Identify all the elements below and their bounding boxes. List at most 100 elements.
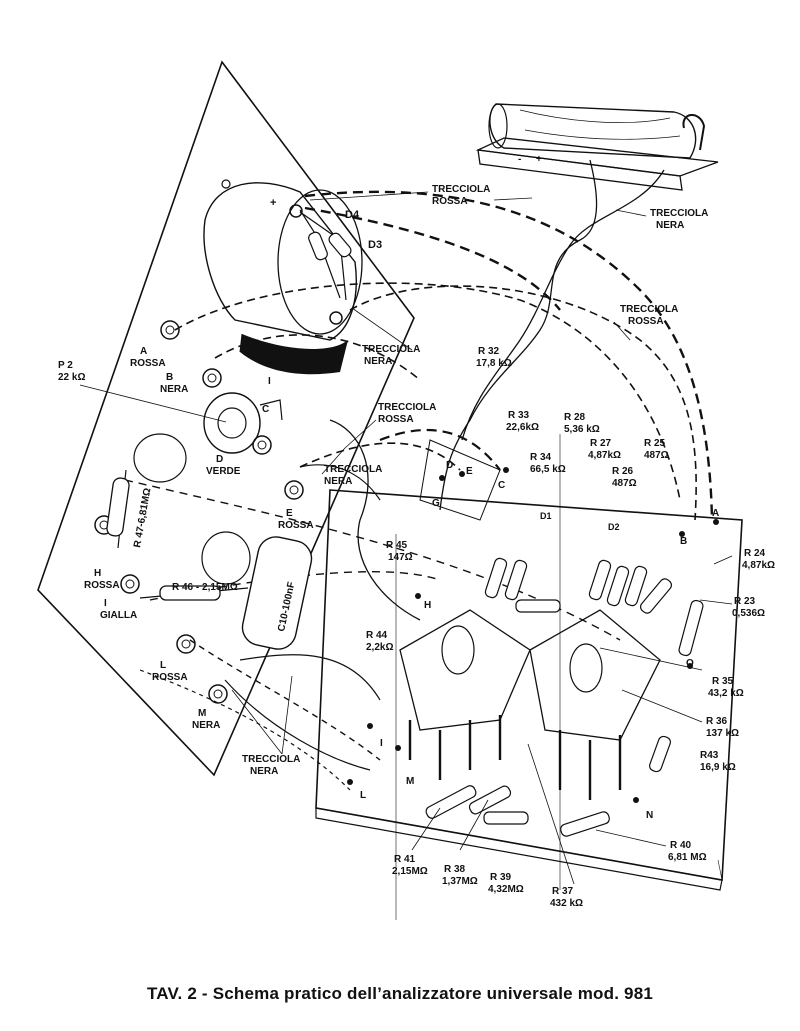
terminal-e-color: ROSSA: [278, 520, 314, 531]
terminal-a-label: A: [140, 346, 147, 357]
terminal-h-color: ROSSA: [84, 580, 120, 591]
r43-label: R43: [700, 750, 719, 761]
terminal-b-color: NERA: [160, 384, 188, 395]
r27-label: R 27: [590, 438, 612, 449]
potentiometer-p2: [203, 392, 283, 454]
terminal-i-color: GIALLA: [100, 610, 137, 621]
board-g-label: G: [432, 498, 440, 509]
battery-plus-label: +: [536, 154, 542, 165]
board-l-label: L: [360, 790, 366, 801]
board-c-label: C: [498, 480, 505, 491]
d3-label: D3: [368, 239, 382, 251]
r32-label: R 32: [478, 346, 500, 357]
r32-value: 17,8 kΩ: [476, 358, 512, 369]
r26-label: R 26: [612, 466, 634, 477]
resistor-r47: [106, 469, 130, 549]
trecciola-nera-1-color: NERA: [656, 220, 684, 231]
terminal-m-color: NERA: [192, 720, 220, 731]
d2-label: D2: [608, 522, 620, 532]
r27-value: 4,87kΩ: [588, 450, 621, 461]
board-b-label: B: [680, 536, 687, 547]
r44-value: 2,2kΩ: [366, 642, 393, 653]
trecciola-nera-3-label: TRECCIOLA: [324, 464, 382, 475]
trecciola-nera-2-color: NERA: [364, 356, 392, 367]
battery: [475, 103, 719, 191]
r24-value: 4,87kΩ: [742, 560, 775, 571]
trecciola-nera-2-label: TRECCIOLA: [362, 344, 420, 355]
board-i-label: I: [380, 738, 383, 749]
r25-value: 487Ω: [644, 450, 669, 461]
p2-value: 22 kΩ: [58, 372, 85, 383]
diode-d3: [299, 211, 352, 301]
r24-label: R 24: [744, 548, 766, 559]
board-o-label: O: [686, 658, 694, 669]
r28-value: 5,36 kΩ: [564, 424, 600, 435]
terminal-h-label: H: [94, 568, 101, 579]
terminal-d-label: D: [216, 454, 223, 465]
r36-label: R 36: [706, 716, 728, 727]
r23-label: R 23: [734, 596, 756, 607]
terminal-l: [176, 634, 196, 654]
diode-d4: [299, 209, 341, 299]
terminal-i-label: I: [104, 598, 107, 609]
terminal-b: [202, 368, 222, 388]
r33-value: 22,6kΩ: [506, 422, 539, 433]
trecciola-rossa-2-color: ROSSA: [628, 316, 664, 327]
board-d-label: D: [446, 460, 453, 471]
capacitor-c10: [241, 536, 313, 650]
trecciola-rossa-3-label: TRECCIOLA: [378, 402, 436, 413]
board-n-label: N: [646, 810, 653, 821]
trecciola-nera-4-label: TRECCIOLA: [242, 754, 300, 765]
leader-lines: [231, 191, 733, 920]
trecciola-rossa-2-label: TRECCIOLA: [620, 304, 678, 315]
r28-label: R 28: [564, 412, 586, 423]
terminal-b-label: B: [166, 372, 173, 383]
trecciola-rossa-1-color: ROSSA: [432, 196, 468, 207]
terminal-i-top-label: I: [268, 376, 271, 387]
r36-value: 137 kΩ: [706, 728, 739, 739]
terminal-a-color: ROSSA: [130, 358, 166, 369]
r45-label: R 45: [386, 540, 408, 551]
figure-caption: TAV. 2 - Schema pratico dell’analizzator…: [146, 984, 653, 1003]
p2-label: P 2: [58, 360, 73, 371]
terminal-m-label: M: [198, 708, 206, 719]
r25-label: R 25: [644, 438, 666, 449]
battery-minus-label: -: [518, 154, 521, 165]
terminal-l-label: L: [160, 660, 166, 671]
r23-value: 0,536Ω: [732, 608, 765, 619]
r41-label: R 41: [394, 854, 416, 865]
terminal-a: [160, 320, 180, 340]
r34-label: R 34: [530, 452, 552, 463]
r43-value: 16,9 kΩ: [700, 762, 736, 773]
terminal-l-color: ROSSA: [152, 672, 188, 683]
r38-label: R 38: [444, 864, 466, 875]
wires: [124, 159, 714, 791]
d1-label: D1: [540, 511, 552, 521]
trecciola-rossa-3-color: ROSSA: [378, 414, 414, 425]
terminal-d: [252, 435, 272, 455]
r26-value: 487Ω: [612, 478, 637, 489]
r40-label: R 40: [670, 840, 692, 851]
r44-label: R 44: [366, 630, 388, 641]
trecciola-nera-4-color: NERA: [250, 766, 278, 777]
board-a-label: A: [712, 508, 719, 519]
board-e-label: E: [466, 466, 473, 477]
r37-value: 432 kΩ: [550, 898, 583, 909]
r47-label: R 47-6,81MΩ: [132, 487, 153, 548]
terminal-e: [284, 480, 304, 500]
r40-value: 6,81 MΩ: [668, 852, 707, 863]
board-m-label: M: [406, 776, 414, 787]
resistor-r46: [139, 585, 249, 601]
terminal-e-label: E: [286, 508, 293, 519]
r34-value: 66,5 kΩ: [530, 464, 566, 475]
terminal-d-color: VERDE: [206, 466, 241, 477]
r35-value: 43,2 kΩ: [708, 688, 744, 699]
meter: [203, 179, 363, 375]
r46-label: R 46 - 2,15MΩ: [172, 582, 238, 593]
meter-plus-label: +: [270, 197, 276, 209]
r45-value: 147Ω: [388, 552, 413, 563]
terminal-i: [120, 574, 140, 594]
terminals: [94, 320, 304, 704]
trecciola-nera-3-color: NERA: [324, 476, 352, 487]
